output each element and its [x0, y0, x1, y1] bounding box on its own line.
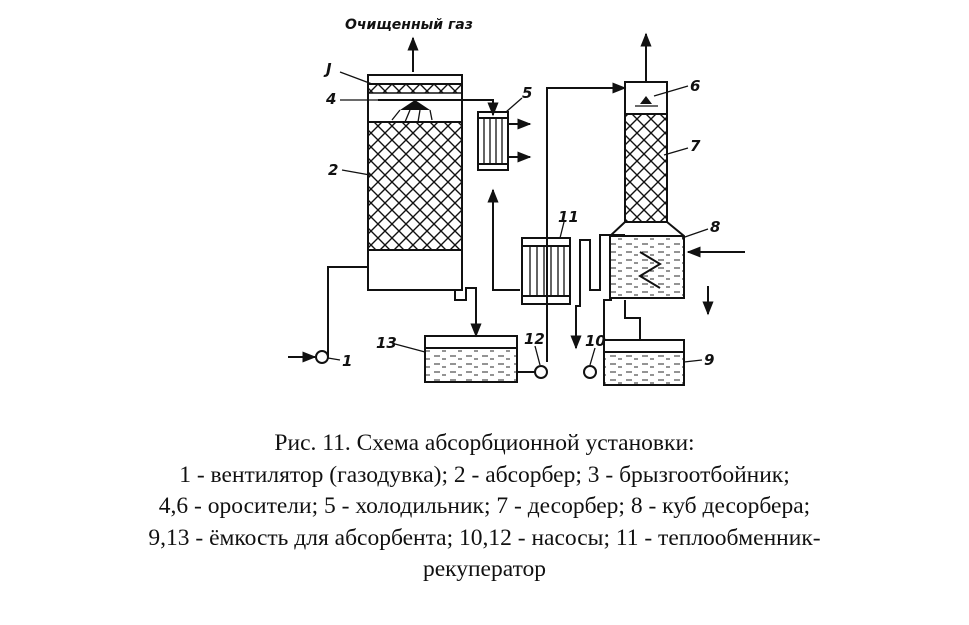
caption-line: рекуператор — [422, 556, 547, 582]
label-5: 5 — [522, 84, 532, 102]
caption-line: Рис. 11. Схема абсорбционной установки: — [274, 430, 695, 456]
sprinkler-4 — [378, 99, 440, 123]
label-3: J — [323, 60, 332, 78]
sprinkler-6 — [635, 96, 658, 107]
pump-12 — [534, 365, 548, 379]
fan — [315, 350, 329, 364]
pump-10 — [583, 365, 597, 379]
desorber-reboiler — [609, 221, 685, 299]
absorption-plant-diagram: Очищенный газ — [288, 17, 745, 386]
label-4: 4 — [325, 90, 336, 108]
label-1: 1 — [342, 352, 352, 370]
caption-line: 1 - вентилятор (газодувка); 2 - абсорбер… — [179, 461, 790, 488]
figure-caption: Рис. 11. Схема абсорбционной установки: … — [0, 428, 969, 586]
label-2: 2 — [328, 161, 338, 179]
heat-exchanger-recuperator — [521, 237, 571, 305]
absorber — [367, 74, 463, 291]
cooler — [477, 111, 509, 171]
tank-9 — [603, 339, 685, 386]
label-9: 9 — [704, 351, 714, 369]
caption-line: 4,6 - оросители; 5 - холодильник; 7 - де… — [158, 493, 811, 519]
label-10: 10 — [585, 332, 606, 350]
label-6: 6 — [690, 77, 700, 95]
label-13: 13 — [376, 334, 397, 352]
desorber — [624, 81, 668, 223]
tank-13 — [424, 335, 518, 383]
label-7: 7 — [690, 137, 701, 155]
label-12: 12 — [524, 330, 545, 348]
label-11: 11 — [558, 208, 579, 226]
label-8: 8 — [710, 218, 720, 236]
purified-gas-label: Очищенный газ — [345, 17, 473, 33]
caption-line: 9,13 - ёмкость для абсорбента; 10,12 - н… — [148, 524, 821, 551]
